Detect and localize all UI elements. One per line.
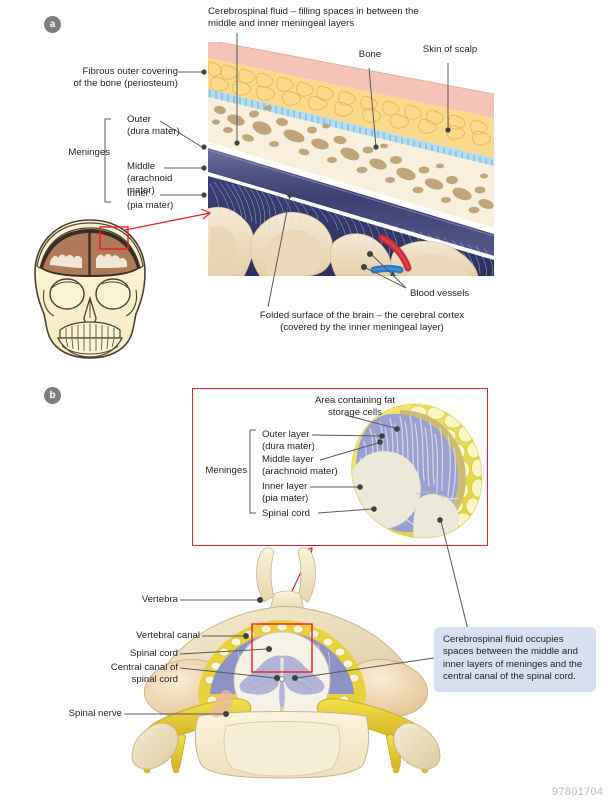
skull-illustration <box>28 218 153 370</box>
label-cerebrospinal-fluid: Cerebrospinal fluid – filling spaces in … <box>208 6 419 29</box>
watermark-id: 97801704 <box>552 786 604 798</box>
dura-anchor-dot <box>201 144 207 150</box>
label-inner-layer-b: Inner layer (pia mater) <box>262 481 309 504</box>
panel-a-badge: a <box>44 16 61 33</box>
panel-a-illustration <box>208 42 494 276</box>
label-periosteum: Fibrous outer covering of the bone (peri… <box>73 66 178 89</box>
label-meninges-b: Meninges <box>205 465 247 476</box>
label-middle-arachnoid-a: Middle (arachnoid mater) <box>127 161 173 196</box>
panel-b-badge: b <box>44 387 61 404</box>
label-spinal-cord-vertebra: Spinal cord <box>130 648 178 659</box>
label-spinal-cord-inset: Spinal cord <box>262 508 310 519</box>
label-middle-layer-b: Middle layer (arachnoid mater) <box>262 454 338 477</box>
label-blood-vessels: Blood vessels <box>410 288 470 299</box>
arachnoid-anchor-dot <box>201 165 207 171</box>
label-fat-storage-cells: Area containing fat storage cells <box>314 395 395 418</box>
csf-callout-box: Cerebrospinal fluid occupies spaces betw… <box>434 627 596 692</box>
label-central-canal: Central canal of spinal cord <box>110 662 178 685</box>
pia-anchor-dot <box>201 192 207 198</box>
label-skin-of-scalp: Skin of scalp <box>422 44 478 55</box>
label-outer-layer-b: Outer layer (dura mater) <box>262 429 315 452</box>
spinal-cord-inset-illustration <box>340 398 488 540</box>
label-outer-dura-a: Outer (dura mater) <box>127 114 180 137</box>
label-inner-pia-a: Inner (pia mater) <box>127 188 174 211</box>
periosteum-anchor-dot <box>201 69 207 75</box>
label-bone: Bone <box>358 49 382 60</box>
label-vertebra: Vertebra <box>141 594 178 605</box>
label-spinal-nerve: Spinal nerve <box>68 708 122 719</box>
label-cerebral-cortex: Folded surface of the brain – the cerebr… <box>259 310 465 333</box>
label-meninges-a: Meninges <box>68 147 110 158</box>
label-vertebral-canal: Vertebral canal <box>136 630 200 641</box>
